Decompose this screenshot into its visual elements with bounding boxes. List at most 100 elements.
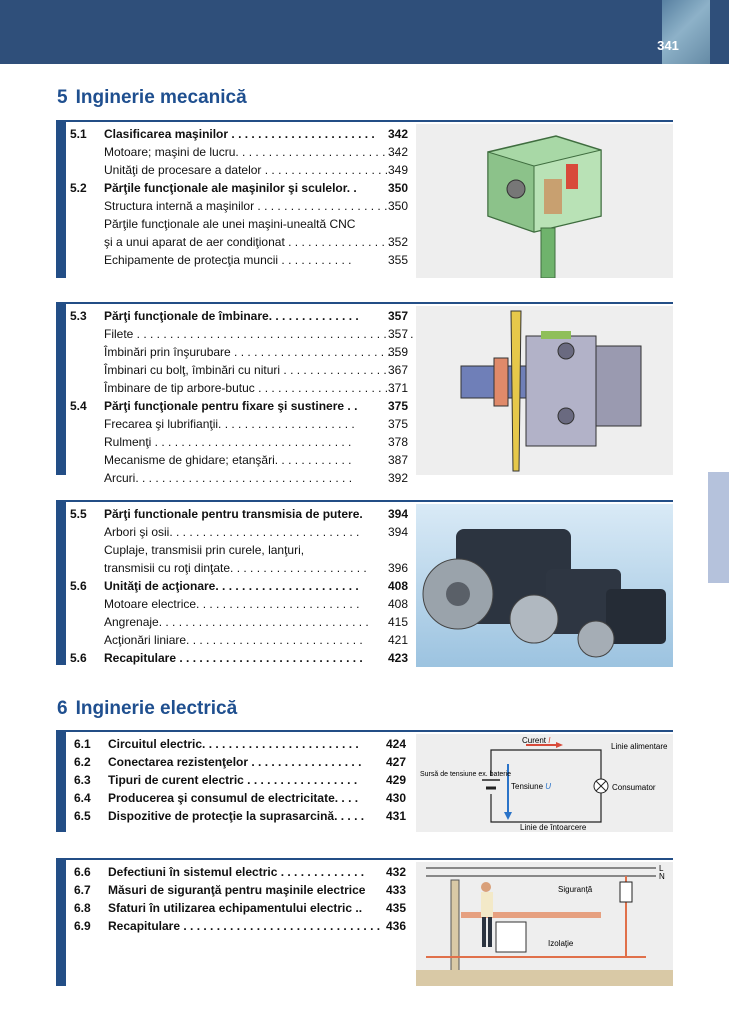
block-rule — [66, 120, 673, 122]
toc-entry[interactable]: Arbori şi osii. . . . . . . . . . . . . … — [70, 523, 410, 541]
toc-entry-title: Îmbinări prin înşurubare . . . . . . . .… — [104, 345, 398, 359]
return-line-label: Linie de întoarcere — [520, 823, 587, 832]
toc-entry-title: Arbori şi osii. . . . . . . . . . . . . … — [104, 525, 360, 539]
block-bar — [56, 500, 66, 665]
toc-entry[interactable]: Motoare electrice. . . . . . . . . . . .… — [70, 595, 410, 613]
toc-section-number: 6.7 — [74, 883, 91, 897]
toc-section-number: 6.2 — [74, 755, 91, 769]
toc-entry[interactable]: Filete . . . . . . . . . . . . . . . . .… — [70, 325, 414, 343]
toc-entry[interactable]: transmisii cu roţi dinţate. . . . . . . … — [70, 559, 410, 577]
block-bar — [56, 858, 66, 986]
block-rule — [66, 730, 673, 732]
toc-section-number: 6.9 — [74, 919, 91, 933]
toc-entry-title: şi a unui aparat de aer condiţionat . . … — [104, 235, 392, 249]
toc-entry-title: Părţi functionale pentru transmisia de p… — [104, 507, 363, 521]
toc-page-number: 394 — [388, 507, 409, 521]
toc-page-number: 396 — [388, 561, 409, 575]
toc-page-number: 342 — [388, 145, 409, 159]
toc-entry-title: Cuplaje, transmisii prin curele, lanţuri… — [104, 543, 305, 557]
toc-entry[interactable]: Îmbinări prin înşurubare . . . . . . . .… — [70, 343, 410, 361]
toc-section-number: 6.3 — [74, 773, 91, 787]
toc-page-number: 357 — [388, 327, 409, 341]
toc-entry[interactable]: Părţile funcţionale ale unei maşini-unea… — [70, 215, 410, 233]
toc-entry-title: Recapitulare . . . . . . . . . . . . . .… — [104, 651, 363, 665]
toc-entry-title: Părţi funcţionale pentru fixare şi susti… — [104, 399, 358, 413]
toc-entry-title: Părţi funcţionale de îmbinare. . . . . .… — [104, 309, 359, 323]
chapter-number: 5 — [57, 87, 68, 108]
block-rule — [66, 858, 673, 860]
block-bar — [56, 302, 66, 475]
toc-page-number: 357 — [388, 309, 409, 323]
toc-entry[interactable]: Arcuri. . . . . . . . . . . . . . . . . … — [70, 469, 410, 487]
toc-entry[interactable]: Îmbinare de tip arbore-butuc . . . . . .… — [70, 379, 410, 397]
toc-page-number: 408 — [388, 579, 409, 593]
toc-page-number: 435 — [386, 901, 407, 915]
toc-entry-title: Motoare; maşini de lucru. . . . . . . . … — [104, 145, 399, 159]
machine-housing-illustration — [416, 124, 673, 278]
toc-entry[interactable]: Angrenaje. . . . . . . . . . . . . . . .… — [70, 613, 410, 631]
phase-label: L — [659, 864, 664, 873]
toc-page-number: 421 — [388, 633, 409, 647]
toc-entry[interactable]: 6.6 Defectiuni în sistemul electric . . .… — [74, 863, 414, 881]
toc-page-number: 387 — [388, 453, 409, 467]
toc-page-number: 352 — [388, 235, 409, 249]
toc-entry[interactable]: Frecarea şi lubrifianţii. . . . . . . . … — [70, 415, 410, 433]
toc-entry[interactable]: Structura internă a maşinilor . . . . . … — [70, 197, 410, 215]
toc-entry[interactable]: Cuplaje, transmisii prin curele, lanţuri… — [70, 541, 410, 559]
voltage-source-label: Sursă de tensiune ex. baterie — [420, 771, 511, 778]
neutral-label: N — [659, 872, 665, 881]
toc-page-number: 350 — [388, 181, 409, 195]
toc-page-number: 408 — [388, 597, 409, 611]
toc-entry[interactable]: Unităţi de procesare a datelor . . . . .… — [70, 161, 410, 179]
toc-page-number: 359 — [388, 345, 409, 359]
electric-circuit-diagram: Curent I Linie alimentare Sursă de tensi… — [416, 734, 673, 832]
toc-page-number: 342 — [388, 127, 409, 141]
block-bar — [56, 730, 66, 832]
toc-entry-title: Părţile funcţionale ale unei maşini-unea… — [104, 217, 356, 231]
toc-entry[interactable]: Mecanisme de ghidare; etanşări. . . . . … — [70, 451, 410, 469]
toc-section-number: 6.1 — [74, 737, 91, 751]
page-number: 341 — [657, 38, 679, 53]
toc-entry-title: Echipamente de protecţia muncii . . . . … — [104, 253, 352, 267]
toc-entry[interactable]: Motoare; maşini de lucru. . . . . . . . … — [70, 143, 410, 161]
toc-page-number: 429 — [386, 773, 407, 787]
toc-section-number: 6.8 — [74, 901, 91, 915]
toc-entry-title: Filete . . . . . . . . . . . . . . . . .… — [104, 327, 414, 341]
toc-page-number: 433 — [386, 883, 407, 897]
toc-entry[interactable]: Echipamente de protecţia muncii . . . . … — [70, 251, 410, 269]
toc-entry-title: Frecarea şi lubrifianţii. . . . . . . . … — [104, 417, 355, 431]
current-label: Curent I — [522, 736, 551, 745]
toc-entry-title: Defectiuni în sistemul electric . . . . … — [108, 865, 365, 879]
toc-entry[interactable]: Acţionări liniare. . . . . . . . . . . .… — [70, 631, 410, 649]
toc-page-number: 430 — [386, 791, 407, 805]
toc-entry-title: transmisii cu roţi dinţate. . . . . . . … — [104, 561, 367, 575]
chapter-side-tab[interactable] — [708, 472, 729, 583]
toc-entry-title: Structura internă a maşinilor . . . . . … — [104, 199, 401, 213]
toc-entry[interactable]: Rulmenţi . . . . . . . . . . . . . . . .… — [70, 433, 410, 451]
toc-entry[interactable]: şi a unui aparat de aer condiţionat . . … — [70, 233, 410, 251]
toc-entry[interactable]: Îmbinari cu bolţ, îmbinări cu nituri . .… — [70, 361, 410, 379]
toc-page-number: 375 — [388, 399, 409, 413]
toc-section-number: 6.6 — [74, 865, 91, 879]
block-rule — [66, 302, 673, 304]
